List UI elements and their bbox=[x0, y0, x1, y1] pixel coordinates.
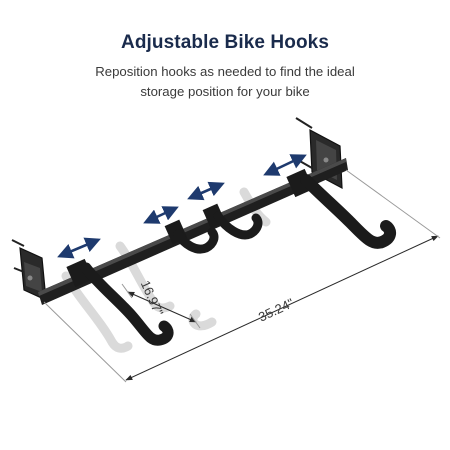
middle-hook-2 bbox=[202, 203, 263, 240]
double-arrow-icon bbox=[143, 206, 179, 224]
rack-length-label: 35.24" bbox=[256, 295, 296, 324]
double-arrow-icon bbox=[263, 154, 307, 176]
adjust-arrows bbox=[57, 154, 307, 259]
double-arrow-icon bbox=[187, 181, 225, 201]
ghost-hook-1 bbox=[61, 271, 133, 353]
subtitle-line-1: Reposition hooks as needed to find the i… bbox=[95, 64, 355, 79]
page-title: Adjustable Bike Hooks bbox=[121, 32, 329, 53]
page-subtitle: Reposition hooks as needed to find the i… bbox=[0, 62, 450, 102]
ghost-hook-3 bbox=[188, 309, 217, 331]
double-arrow-icon bbox=[57, 237, 101, 259]
subtitle-line-2: storage position for your bike bbox=[140, 84, 310, 99]
main-rail bbox=[38, 158, 348, 305]
